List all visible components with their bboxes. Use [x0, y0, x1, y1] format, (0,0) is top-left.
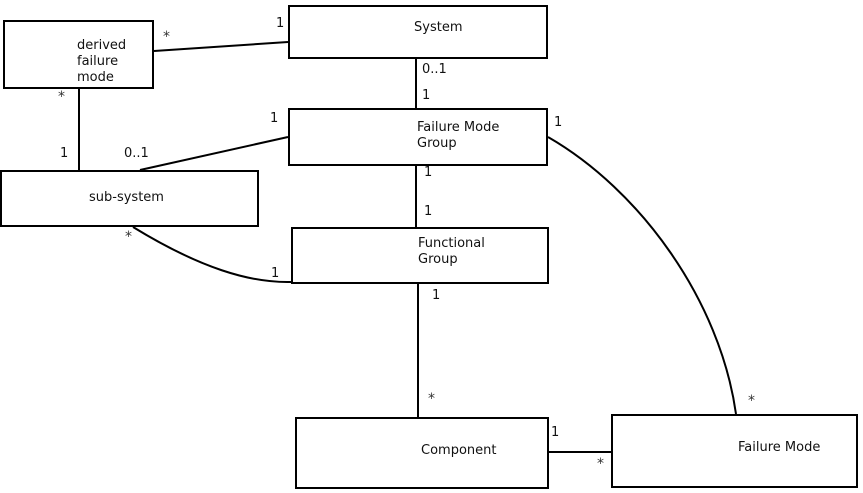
multiplicity-label-mult-subsystem-to-fg-source: * [125, 229, 132, 245]
multiplicity-label-mult-subsystem-to-fg-target: 1 [271, 266, 280, 281]
uml-box-derived-failure-mode[interactable] [3, 20, 154, 89]
multiplicity-label-mult-dfm-to-system-target: 1 [276, 16, 285, 31]
uml-box-label-functional-group: Functional Group [418, 236, 485, 267]
edge-sub-system-to-failure-mode-group [139, 136, 289, 171]
multiplicity-label-mult-fg-to-component-source: 1 [432, 288, 441, 303]
edge-failure-mode-group-to-failure-mode [547, 136, 737, 415]
uml-box-failure-mode-group[interactable] [288, 108, 548, 166]
multiplicity-label-mult-fmg-to-fg-source: 1 [424, 165, 433, 180]
uml-box-label-failure-mode-group: Failure Mode Group [417, 120, 500, 151]
uml-box-label-derived-failure-mode: derived failure mode [77, 38, 127, 85]
uml-box-label-system: System [414, 20, 463, 35]
uml-box-functional-group[interactable] [291, 227, 549, 284]
multiplicity-label-mult-fmg-to-fm-target: * [748, 393, 755, 409]
multiplicity-label-mult-component-to-fm-target: * [597, 456, 604, 472]
edge-sub-system-to-functional-group [132, 226, 292, 284]
uml-box-failure-mode[interactable] [611, 414, 858, 488]
multiplicity-label-mult-subsystem-to-fmg-target: 1 [270, 111, 279, 126]
edge-derived-failure-mode-to-system [153, 41, 289, 52]
multiplicity-label-mult-fmg-to-fg-target: 1 [424, 204, 433, 219]
uml-box-label-failure-mode: Failure Mode [738, 440, 821, 455]
uml-box-sub-system[interactable] [0, 170, 259, 227]
multiplicity-label-mult-dfm-to-subsystem-source: * [58, 89, 65, 105]
uml-box-component[interactable] [295, 417, 549, 489]
multiplicity-label-mult-fmg-to-fm-source: 1 [554, 115, 563, 130]
multiplicity-label-mult-fg-to-component-target: * [428, 391, 435, 407]
multiplicity-label-mult-dfm-to-system-source: * [163, 29, 170, 45]
multiplicity-label-mult-component-to-fm-source: 1 [551, 425, 560, 440]
multiplicity-label-mult-subsystem-to-fmg-source: 0..1 [124, 146, 149, 161]
multiplicity-label-mult-system-to-fmg-target: 1 [422, 88, 431, 103]
uml-box-label-component: Component [421, 443, 497, 458]
multiplicity-label-mult-dfm-to-subsystem-target: 1 [60, 146, 69, 161]
multiplicity-label-mult-system-to-fmg-source: 0..1 [422, 62, 447, 77]
uml-box-system[interactable] [288, 5, 548, 59]
uml-box-label-sub-system: sub-system [89, 190, 164, 205]
